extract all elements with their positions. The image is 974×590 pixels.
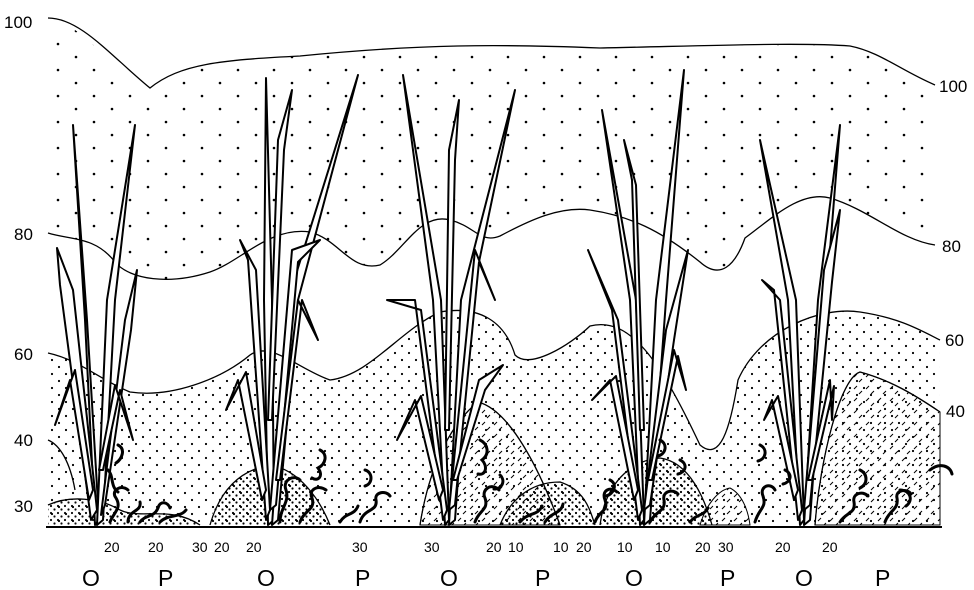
group-label-o: O — [440, 565, 458, 590]
group-label-p: P — [158, 565, 173, 590]
low-plant-2 — [278, 448, 392, 524]
left-label-30: 30 — [14, 497, 33, 516]
grass-tuft-1 — [54, 124, 138, 526]
depth-label: 20 — [104, 539, 120, 555]
left-label-60: 60 — [14, 345, 33, 364]
depth-label: 30 — [352, 539, 368, 555]
low-plant-4 — [593, 438, 710, 524]
low-plants — [106, 438, 954, 524]
left-label-80: 80 — [14, 225, 33, 244]
right-label-80: 80 — [942, 237, 961, 256]
left-scale: 100 80 60 40 30 — [4, 13, 33, 516]
group-label-p: P — [535, 565, 550, 590]
grass-tuft-5 — [759, 124, 841, 526]
depth-label: 30 — [424, 539, 440, 555]
depth-labels: 20 20 30 20 20 30 30 20 10 10 20 10 10 2… — [104, 539, 838, 555]
depth-label: 20 — [214, 539, 230, 555]
depth-label: 10 — [508, 539, 524, 555]
group-label-o: O — [82, 565, 100, 590]
depth-label: 20 — [775, 539, 791, 555]
isoline-100 — [47, 17, 936, 89]
grass-tuft-4 — [587, 69, 689, 526]
low-plant-5 — [753, 443, 954, 524]
depth-label: 30 — [192, 539, 208, 555]
group-label-o: O — [795, 565, 813, 590]
depth-label: 20 — [576, 539, 592, 555]
low-plant-3 — [473, 438, 565, 524]
low-plant-1 — [106, 443, 188, 524]
right-scale: 100 80 60 40 — [939, 77, 967, 421]
depth-label: 10 — [655, 539, 671, 555]
left-label-100: 100 — [4, 13, 32, 32]
depth-label: 30 — [718, 539, 734, 555]
zone-80-100 — [48, 18, 935, 280]
depth-label: 10 — [617, 539, 633, 555]
depth-label: 10 — [553, 539, 569, 555]
right-label-100: 100 — [939, 77, 967, 96]
right-label-40: 40 — [946, 402, 965, 421]
depth-label: 20 — [486, 539, 502, 555]
isoline-60 — [47, 309, 941, 451]
group-label-o: O — [625, 565, 643, 590]
right-label-60: 60 — [945, 331, 964, 350]
left-label-40: 40 — [14, 431, 33, 450]
grass-tuft-3 — [386, 74, 516, 526]
isoline-80 — [47, 196, 936, 280]
group-label-p: P — [720, 565, 735, 590]
group-label-o: O — [257, 565, 275, 590]
zones — [48, 18, 941, 526]
grass-tuft-2 — [225, 74, 359, 526]
group-label-p: P — [875, 565, 890, 590]
group-label-p: P — [355, 565, 370, 590]
depth-label: 20 — [695, 539, 711, 555]
depth-label: 20 — [148, 539, 164, 555]
group-labels: O P O P O P O P O P — [82, 565, 890, 590]
depth-label: 20 — [246, 539, 262, 555]
depth-label: 20 — [822, 539, 838, 555]
